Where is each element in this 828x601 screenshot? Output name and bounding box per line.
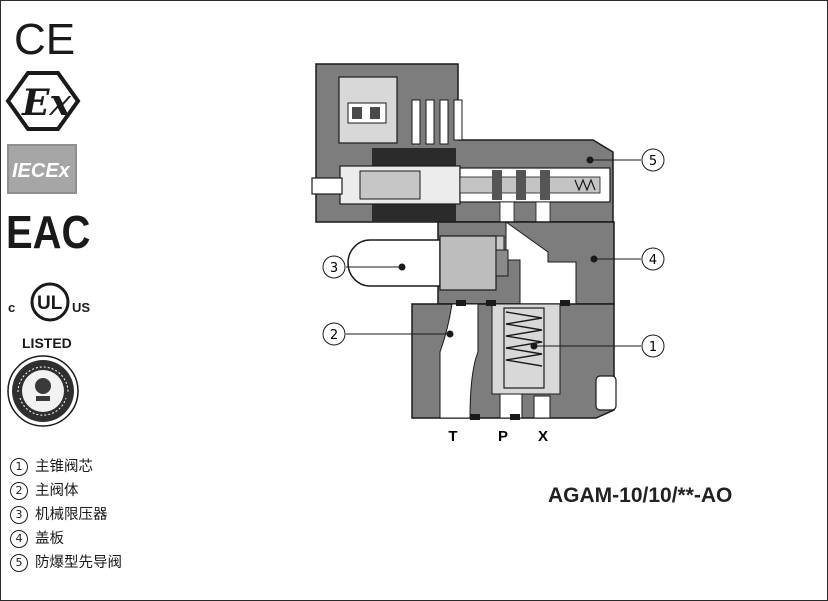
svg-text:IECEx: IECEx (12, 160, 71, 182)
port-label-p: P (498, 428, 508, 445)
callout-5: 5 (641, 148, 665, 172)
legend-number: 4 (10, 530, 28, 548)
main-valve-body (411, 300, 617, 420)
callout-2: 2 (322, 322, 346, 346)
legend-item: 2 主阀体 (10, 479, 250, 503)
svg-text:LISTED: LISTED (22, 335, 72, 351)
eac-mark-icon: EAC (6, 207, 90, 258)
svg-text:4: 4 (649, 253, 657, 268)
legend-label: 主阀体 (35, 483, 79, 499)
iecex-badge-icon: IECEx (7, 144, 77, 194)
legend-label: 机械限压器 (35, 507, 108, 523)
callout-1: 1 (641, 334, 665, 358)
legend-number: 3 (10, 506, 28, 524)
svg-text:US: US (72, 300, 90, 315)
parts-legend: 1 主锥阀芯 2 主阀体 3 机械限压器 4 盖板 5 防爆型先导阀 (10, 455, 250, 575)
legend-label: 主锥阀芯 (35, 459, 93, 475)
ex-hexagon-icon: Ex (5, 71, 81, 131)
legend-number: 5 (10, 554, 28, 572)
port-label-x: X (538, 428, 548, 445)
model-code: AGAM-10/10/**-AO (548, 484, 733, 507)
ce-mark-icon: CE (14, 15, 75, 64)
svg-text:c: c (8, 300, 15, 315)
legend-item: 4 盖板 (10, 527, 250, 551)
callout-4: 4 (641, 247, 665, 271)
safety-seal-icon (7, 355, 79, 427)
callout-leaders (346, 156, 641, 350)
svg-text:5: 5 (649, 154, 657, 169)
certification-logos: CE Ex IECEx EAC UL c US LISTED (5, 15, 90, 427)
svg-text:1: 1 (649, 340, 657, 355)
legend-label: 盖板 (35, 531, 64, 547)
ul-listed-icon: UL c US LISTED (8, 282, 90, 351)
legend-item: 1 主锥阀芯 (10, 455, 250, 479)
legend-number: 1 (10, 458, 28, 476)
port-label-t: T (448, 428, 457, 445)
legend-item: 3 机械限压器 (10, 503, 250, 527)
svg-text:2: 2 (330, 328, 338, 343)
legend-number: 2 (10, 482, 28, 500)
svg-text:UL: UL (37, 293, 63, 314)
callout-3: 3 (322, 255, 346, 279)
svg-text:Ex: Ex (21, 82, 71, 124)
svg-text:3: 3 (330, 261, 338, 276)
legend-item: 5 防爆型先导阀 (10, 551, 250, 575)
legend-label: 防爆型先导阀 (35, 555, 122, 571)
pilot-valve-assembly (311, 63, 614, 225)
svg-text:EAC: EAC (6, 207, 90, 258)
pressure-limiter (347, 235, 509, 291)
svg-text:CE: CE (14, 15, 75, 64)
